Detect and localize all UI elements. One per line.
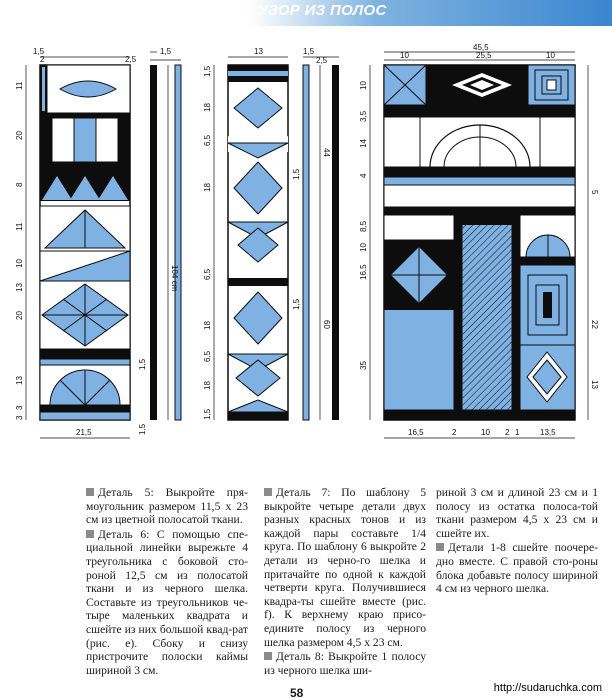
svg-text:2: 2 <box>505 428 510 437</box>
svg-text:1,5: 1,5 <box>138 423 147 435</box>
middle-dimensions <box>213 56 339 420</box>
svg-text:18: 18 <box>203 381 212 390</box>
page-number: 58 <box>290 686 304 699</box>
svg-text:20: 20 <box>15 311 24 320</box>
svg-text:4: 4 <box>359 173 368 178</box>
paragraph: Деталь 6: С помощью спе-циальной линейки… <box>86 527 248 677</box>
text-column-3: риной 3 см и длиной 23 см и 1 полосу из … <box>436 486 598 597</box>
svg-text:3,5: 3,5 <box>359 110 368 122</box>
paragraph: Детали 1-8 сшейте поочере-дно вместе. С … <box>436 541 598 596</box>
svg-text:10: 10 <box>359 81 368 90</box>
svg-text:21,5: 21,5 <box>76 428 92 437</box>
svg-text:6,5: 6,5 <box>203 134 212 146</box>
svg-text:2: 2 <box>452 428 457 437</box>
svg-text:3: 3 <box>15 405 24 410</box>
right-dim-labels: 45,5 10 25,5 10 10 3,5 14 4 8,5 16,5 10 … <box>359 43 599 437</box>
text-column-2: Деталь 7: По шаблону 5 выкройте четыре д… <box>264 486 426 678</box>
paragraph: Деталь 5: Выкройте пря-моугольник размер… <box>86 486 248 527</box>
quilt-pattern-diagram: 1,5 2 2,5 1,5 104 cm 1,5 1,5 21,5 11 20 … <box>0 40 612 450</box>
svg-text:2,5: 2,5 <box>125 55 137 64</box>
middle-panel <box>227 64 339 421</box>
left-dimensions <box>25 51 181 439</box>
svg-text:20: 20 <box>15 131 24 140</box>
svg-text:1,5: 1,5 <box>292 298 301 310</box>
bullet-square-icon <box>436 543 444 552</box>
svg-text:1,5: 1,5 <box>160 47 172 56</box>
svg-text:16,5: 16,5 <box>359 264 368 280</box>
svg-text:18: 18 <box>203 103 212 112</box>
svg-text:2: 2 <box>40 55 45 64</box>
svg-text:25,5: 25,5 <box>476 51 492 60</box>
svg-text:6,5: 6,5 <box>203 268 212 280</box>
svg-text:3: 3 <box>15 415 24 420</box>
middle-dim-labels: 13 1,5 2,5 1,5 18 6,5 18 6,5 18 6,5 18 1… <box>203 47 331 420</box>
svg-text:16,5: 16,5 <box>408 428 424 437</box>
svg-text:60: 60 <box>322 320 331 329</box>
svg-text:10: 10 <box>546 51 555 60</box>
paragraph: Деталь 8: Выкройте 1 полосу из черного ш… <box>264 650 426 677</box>
bullet-square-icon <box>86 529 94 538</box>
page-title: УЗОР ИЗ ПОЛОС <box>258 2 387 19</box>
svg-text:11: 11 <box>15 81 24 90</box>
bullet-square-icon <box>86 488 94 496</box>
svg-text:11: 11 <box>15 222 24 231</box>
paragraph: риной 3 см и длиной 23 см и 1 полосу из … <box>436 486 598 540</box>
paragraph: Деталь 7: По шаблону 5 выкройте четыре д… <box>264 486 426 649</box>
source-url: http://sudaruchka.com <box>493 682 602 694</box>
svg-text:35: 35 <box>359 361 368 370</box>
svg-text:13,5: 13,5 <box>540 428 556 437</box>
header-banner <box>250 0 612 26</box>
svg-text:8: 8 <box>15 182 24 187</box>
left-panel <box>39 64 182 421</box>
right-dimensions <box>369 51 589 439</box>
svg-text:44: 44 <box>322 148 331 157</box>
bullet-square-icon <box>264 652 272 661</box>
bullet-square-icon <box>264 488 272 496</box>
svg-text:18: 18 <box>203 183 212 192</box>
svg-text:13: 13 <box>254 47 263 56</box>
svg-text:1,5: 1,5 <box>203 65 212 77</box>
svg-text:1,5: 1,5 <box>303 47 315 56</box>
right-panel <box>383 64 576 421</box>
svg-text:6,5: 6,5 <box>203 350 212 362</box>
left-dim-labels: 1,5 2 2,5 1,5 104 cm 1,5 1,5 21,5 11 20 … <box>15 47 179 437</box>
svg-text:1,5: 1,5 <box>33 47 45 56</box>
svg-text:2,5: 2,5 <box>316 56 328 65</box>
svg-text:1,5: 1,5 <box>203 408 212 420</box>
svg-text:5: 5 <box>590 190 599 195</box>
svg-text:13: 13 <box>590 380 599 389</box>
svg-text:13: 13 <box>15 376 24 385</box>
svg-text:1,5: 1,5 <box>138 358 147 370</box>
text-column-1: Деталь 5: Выкройте пря-моугольник размер… <box>86 486 248 678</box>
svg-text:45,5: 45,5 <box>473 43 489 52</box>
svg-text:1,5: 1,5 <box>292 168 301 180</box>
svg-text:1: 1 <box>515 428 520 437</box>
svg-text:10: 10 <box>400 51 409 60</box>
svg-text:18: 18 <box>203 321 212 330</box>
svg-text:8,5: 8,5 <box>359 220 368 232</box>
svg-text:10: 10 <box>481 428 490 437</box>
svg-text:104 cm: 104 cm <box>170 265 179 292</box>
svg-text:14: 14 <box>359 139 368 148</box>
instructions-text: Деталь 5: Выкройте пря-моугольник размер… <box>86 486 601 678</box>
svg-text:22: 22 <box>590 320 599 329</box>
svg-text:10: 10 <box>15 259 24 268</box>
svg-text:13: 13 <box>15 283 24 292</box>
svg-text:10: 10 <box>359 243 368 252</box>
